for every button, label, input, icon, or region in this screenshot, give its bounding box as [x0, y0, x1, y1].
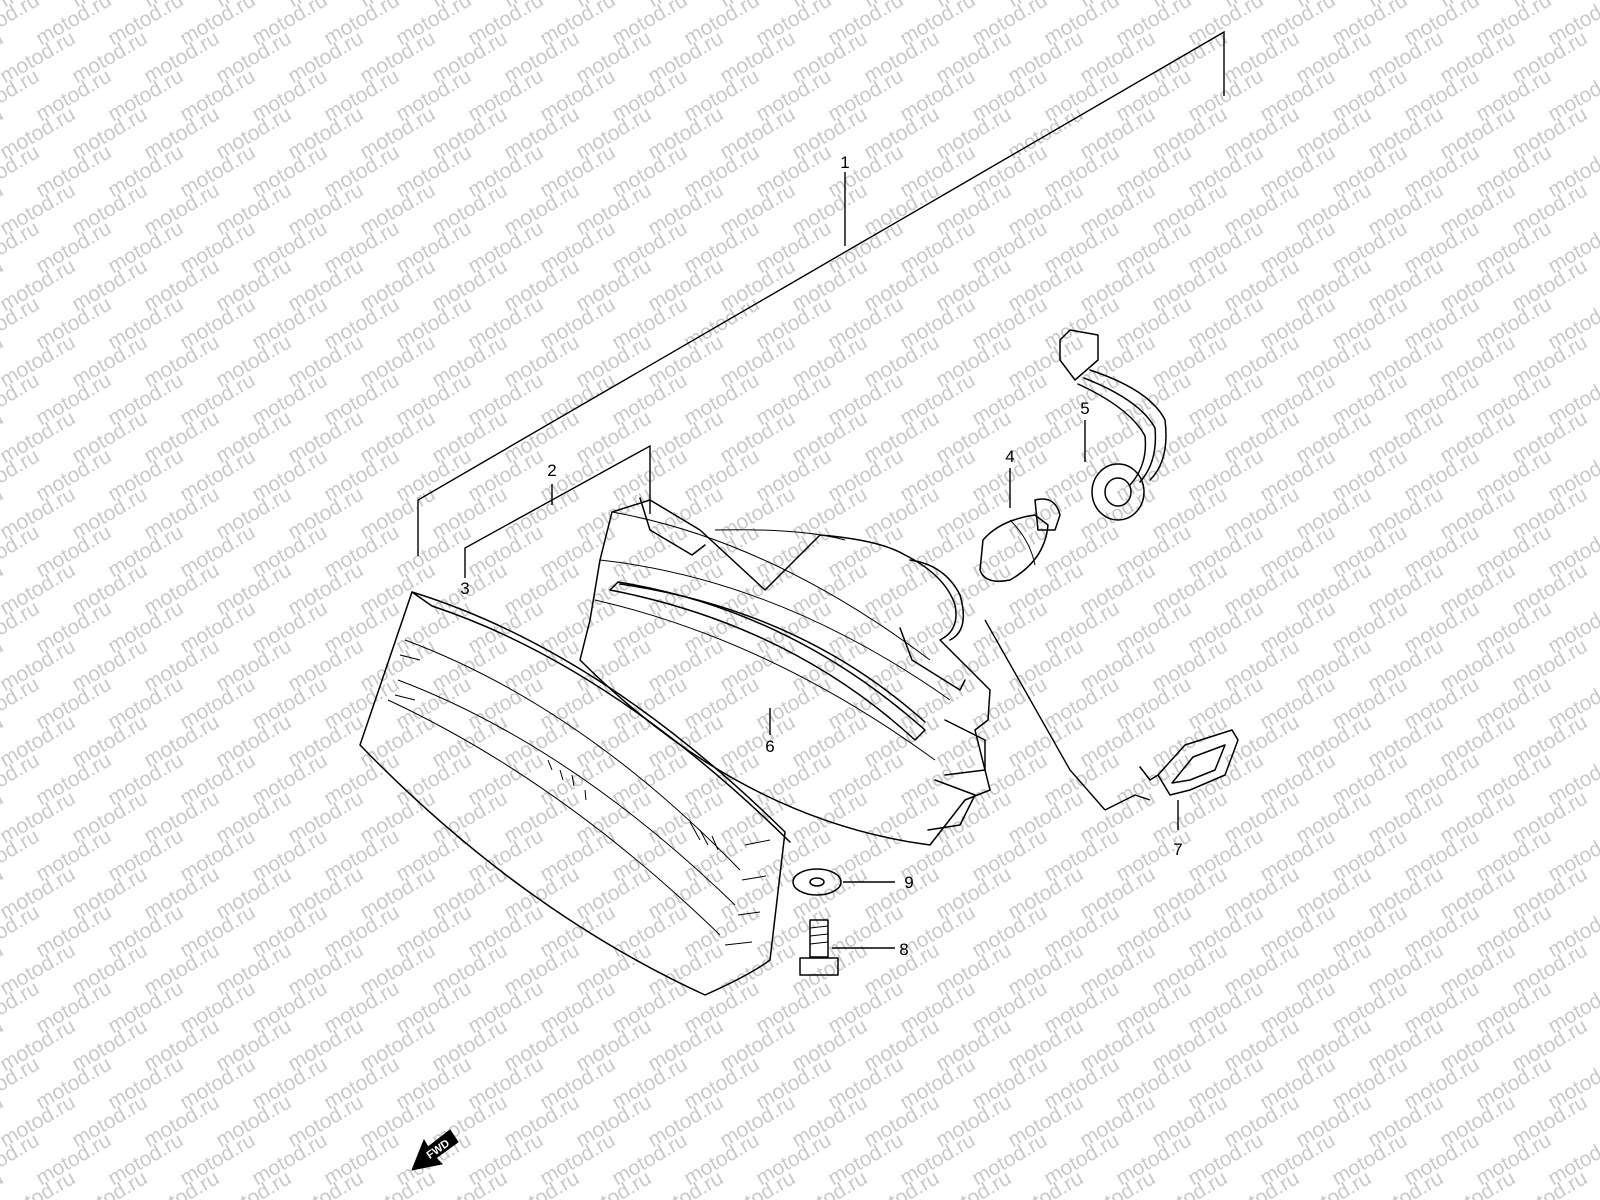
- callout-9: 9: [904, 873, 913, 892]
- leader-1: [417, 30, 1225, 556]
- callout-6: 6: [765, 737, 774, 756]
- clip-part-7: [1139, 729, 1239, 796]
- bulb-part-4: [979, 498, 1061, 582]
- callout-4: 4: [1005, 447, 1014, 466]
- callout-5: 5: [1080, 399, 1089, 418]
- callout-3: 3: [460, 579, 469, 598]
- fwd-arrow-icon: FWD: [411, 1129, 459, 1171]
- socket-part-5: [1059, 329, 1167, 521]
- housing: [579, 497, 991, 846]
- callout-7: 7: [1173, 840, 1182, 859]
- lens-part-3: [359, 591, 791, 996]
- callout-2: 2: [547, 461, 556, 480]
- leader-2: [464, 444, 651, 578]
- screw-part-8: [799, 919, 839, 976]
- strip-part-6: [619, 583, 926, 723]
- washer-part-9: [792, 868, 842, 896]
- callout-1: 1: [840, 153, 849, 172]
- callout-8: 8: [899, 940, 908, 959]
- leaders: [769, 420, 1179, 949]
